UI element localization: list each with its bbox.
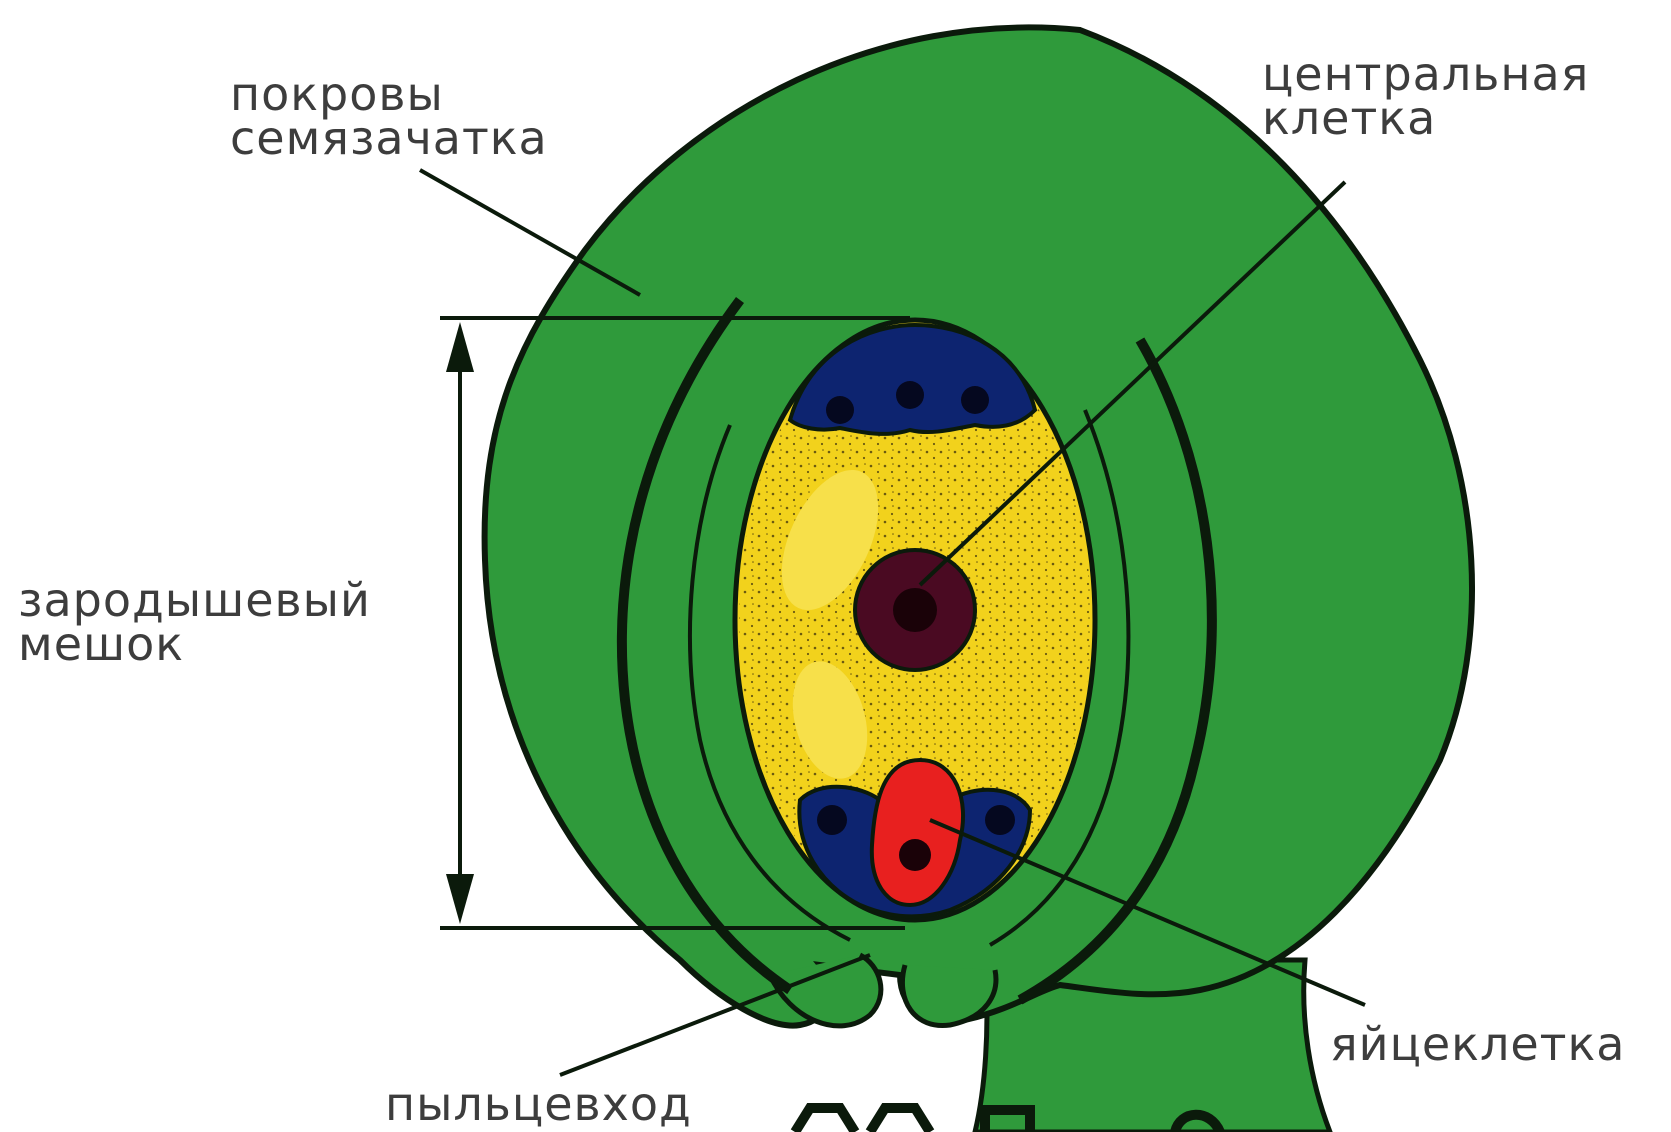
label-central-cell-line1: центральная (1262, 52, 1589, 96)
synergid-nucleus (817, 805, 847, 835)
label-embryo-sac-line1: зародышевый (18, 578, 371, 622)
synergid-nucleus (985, 805, 1015, 835)
arrow-head-down (446, 874, 474, 924)
antipodal-nucleus (961, 386, 989, 414)
label-integument-line1: покровы (230, 72, 548, 116)
antipodal-nucleus (896, 381, 924, 409)
antipodal-nucleus (826, 396, 854, 424)
label-embryo-sac: зародышевый мешок (18, 578, 371, 666)
egg-nucleus (899, 839, 931, 871)
label-micropyle: пыльцевход (385, 1082, 692, 1126)
label-embryo-sac-line2: мешок (18, 622, 371, 666)
label-integument-line2: семязачатка (230, 116, 548, 160)
label-micropyle-text: пыльцевход (385, 1082, 692, 1126)
label-central-cell-line2: клетка (1262, 96, 1589, 140)
label-integument: покровы семязачатка (230, 72, 548, 160)
arrow-head-up (446, 322, 474, 372)
label-egg-cell-text: яйцеклетка (1330, 1022, 1625, 1066)
label-central-cell: центральная клетка (1262, 52, 1589, 140)
label-egg-cell: яйцеклетка (1330, 1022, 1625, 1066)
